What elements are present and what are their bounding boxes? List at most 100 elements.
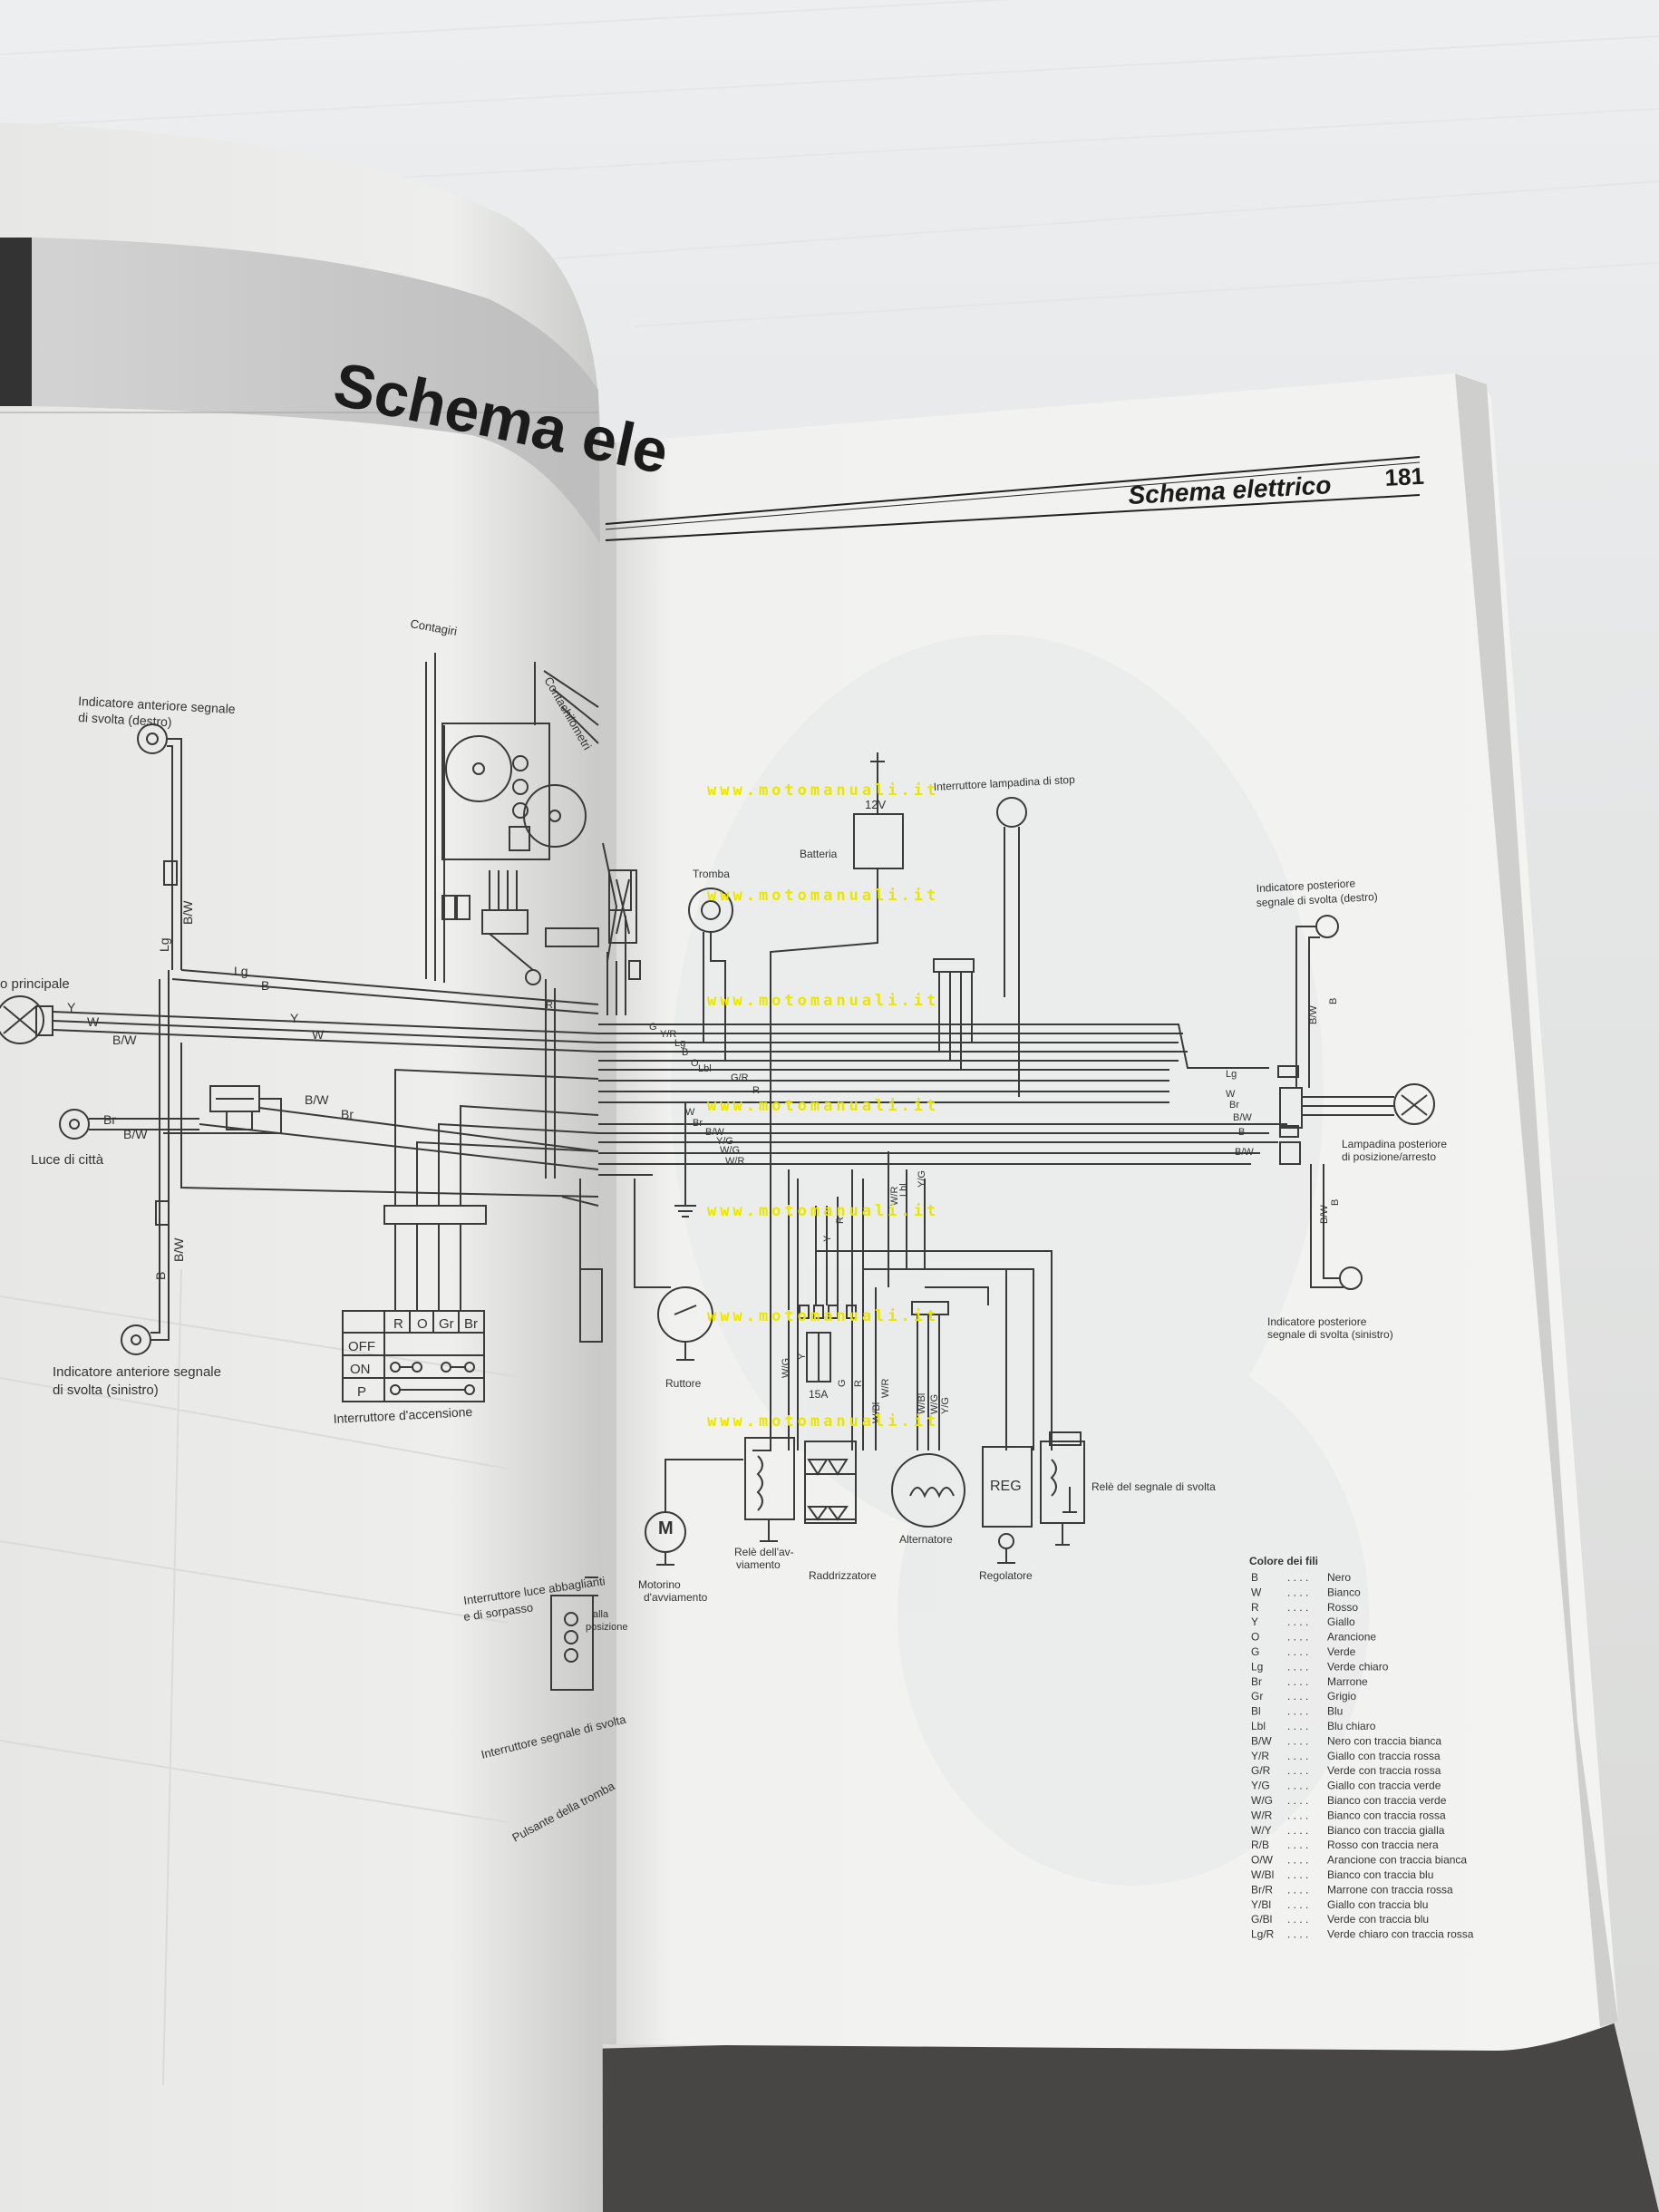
dimmer-side-2: posizione — [586, 1622, 627, 1633]
right-diagram — [598, 752, 1435, 1566]
legend-dots-20: . . . . — [1287, 1868, 1308, 1881]
header-rule-top-thin — [605, 461, 1421, 530]
wire-tag-4: O — [691, 1058, 699, 1069]
wire-tag-8: W — [685, 1107, 695, 1118]
legend-color-1: Bianco — [1327, 1586, 1361, 1598]
legend-title: Colore dei fili — [1249, 1555, 1318, 1567]
legend-dots-19: . . . . — [1287, 1854, 1308, 1867]
right-labels: Interruttore lampadina di stop Batteria … — [638, 773, 1447, 1604]
dimmer-side-1: alla — [593, 1609, 609, 1620]
legend-color-22: Giallo con traccia blu — [1327, 1898, 1428, 1911]
legend-code-0: B — [1251, 1571, 1258, 1584]
left-showthrough — [0, 1268, 527, 2086]
legend-code-21: Br/R — [1251, 1883, 1273, 1896]
headlamp-icon — [0, 995, 44, 1044]
wire-tag-19: B/W — [1235, 1147, 1254, 1158]
fuse-label: 15A — [809, 1388, 828, 1401]
wire-tag-20: B/W — [1308, 1005, 1319, 1024]
legend-color-19: Arancione con traccia bianca — [1327, 1854, 1467, 1867]
legend-color-23: Verde con traccia blu — [1327, 1913, 1429, 1926]
starter-motor-label-2: d'avviamento — [644, 1591, 708, 1604]
legend-color-2: Rosso — [1327, 1601, 1358, 1614]
legend-code-23: G/Bl — [1251, 1913, 1272, 1926]
wire-tag-27: Lbl — [898, 1183, 909, 1197]
wire-tag-18: B — [1238, 1127, 1245, 1138]
wtag-l10: B/W — [123, 1127, 148, 1141]
wtag-l12: Br — [341, 1107, 354, 1121]
wtag-l3: B — [261, 978, 269, 993]
header-rule-bottom — [605, 494, 1421, 541]
legend-color-9: Blu — [1327, 1705, 1343, 1718]
tachometer-icon — [445, 735, 512, 802]
legend-dots-22: . . . . — [1287, 1898, 1308, 1911]
wtag-l4: Y — [67, 1000, 76, 1014]
left-page — [0, 122, 603, 2212]
legend-color-24: Verde chiaro con traccia rossa — [1327, 1928, 1474, 1941]
tail-lamp-label-2: di posizione/arresto — [1342, 1150, 1436, 1163]
turn-relay-label: Relè del segnale di svolta — [1091, 1480, 1216, 1493]
left-diagram — [0, 653, 632, 1691]
wire-tag-1: Y/R — [660, 1029, 676, 1040]
book-cover-bottom — [580, 2022, 1659, 2212]
tail-lamp-icon — [1393, 1083, 1435, 1125]
legend-color-12: Giallo con traccia rossa — [1327, 1750, 1441, 1762]
legend-code-16: W/R — [1251, 1809, 1273, 1821]
front-left-label-1: Indicatore anteriore segnale — [53, 1364, 221, 1380]
legend-dots-6: . . . . — [1287, 1660, 1308, 1673]
legend-code-9: Bl — [1251, 1705, 1261, 1718]
legend-dots-1: . . . . — [1287, 1586, 1308, 1598]
page-number: 181 — [1384, 462, 1425, 491]
legend-code-5: G — [1251, 1645, 1259, 1658]
legend-color-15: Bianco con traccia verde — [1327, 1794, 1447, 1807]
left-black-tab — [0, 238, 32, 406]
legend-color-4: Arancione — [1327, 1631, 1376, 1644]
wire-tag-11: Y/G — [716, 1136, 733, 1147]
wire-tag-23: B — [1330, 1199, 1341, 1206]
legend-code-2: R — [1251, 1601, 1259, 1614]
wire-tag-35: W/Bl — [917, 1393, 927, 1414]
front-right-label-2: di svolta (destro) — [78, 710, 172, 729]
legend-color-14: Giallo con traccia verde — [1327, 1780, 1441, 1792]
legend-color-20: Bianco con traccia blu — [1327, 1868, 1433, 1881]
left-wire-tags: Lg B/W Lg B Y W B/W Y W Br B/W B/W Br B … — [67, 900, 553, 1280]
wtag-l13: B — [153, 1272, 168, 1280]
wire-tag-0: G — [649, 1022, 657, 1033]
wire-tag-12: W/G — [720, 1145, 740, 1156]
legend-code-15: W/G — [1251, 1794, 1273, 1807]
legend-code-19: O/W — [1251, 1854, 1274, 1867]
wire-tag-31: G — [837, 1379, 848, 1387]
legend-dots-7: . . . . — [1287, 1675, 1308, 1688]
legend-code-14: Y/G — [1251, 1780, 1270, 1792]
legend-dots-5: . . . . — [1287, 1645, 1308, 1658]
legend-color-5: Verde — [1327, 1645, 1356, 1658]
wire-tag-3: B — [682, 1047, 688, 1058]
wire-tag-6: G/R — [731, 1072, 749, 1083]
dimmer-switch-box — [550, 1595, 594, 1691]
legend-code-4: O — [1251, 1631, 1259, 1644]
legend-dots-8: . . . . — [1287, 1690, 1308, 1703]
legend-color-8: Grigio — [1327, 1690, 1356, 1703]
city-light-label: Luce di città — [31, 1152, 104, 1168]
wire-tag-5: Lbl — [698, 1063, 712, 1074]
wire-tag-14: Lg — [1226, 1069, 1237, 1080]
alternator-icon — [891, 1453, 965, 1528]
legend-dots-17: . . . . — [1287, 1824, 1308, 1837]
legend-code-1: W — [1251, 1586, 1262, 1598]
legend-dots-12: . . . . — [1287, 1750, 1308, 1762]
wire-tag-34: W/Bl — [871, 1402, 882, 1423]
watermark-6: www.motomanuali.it — [707, 1412, 939, 1431]
wire-tag-22: B/W — [1319, 1205, 1330, 1224]
legend-color-17: Bianco con traccia gialla — [1327, 1824, 1445, 1837]
right-showthrough — [671, 635, 1369, 1886]
legend-code-17: W/Y — [1251, 1824, 1272, 1837]
battery-voltage: 12V — [865, 798, 886, 811]
starter-m-symbol: M — [658, 1518, 674, 1538]
legend-dots-13: . . . . — [1287, 1764, 1308, 1777]
wire-tag-2: Lg — [674, 1038, 685, 1049]
wire-tag-36: W/G — [929, 1394, 940, 1414]
legend-color-6: Verde chiaro — [1327, 1660, 1389, 1673]
legend-code-3: Y — [1251, 1615, 1258, 1628]
horn-label: Tromba — [693, 868, 730, 880]
rectifier-icon — [804, 1441, 857, 1524]
